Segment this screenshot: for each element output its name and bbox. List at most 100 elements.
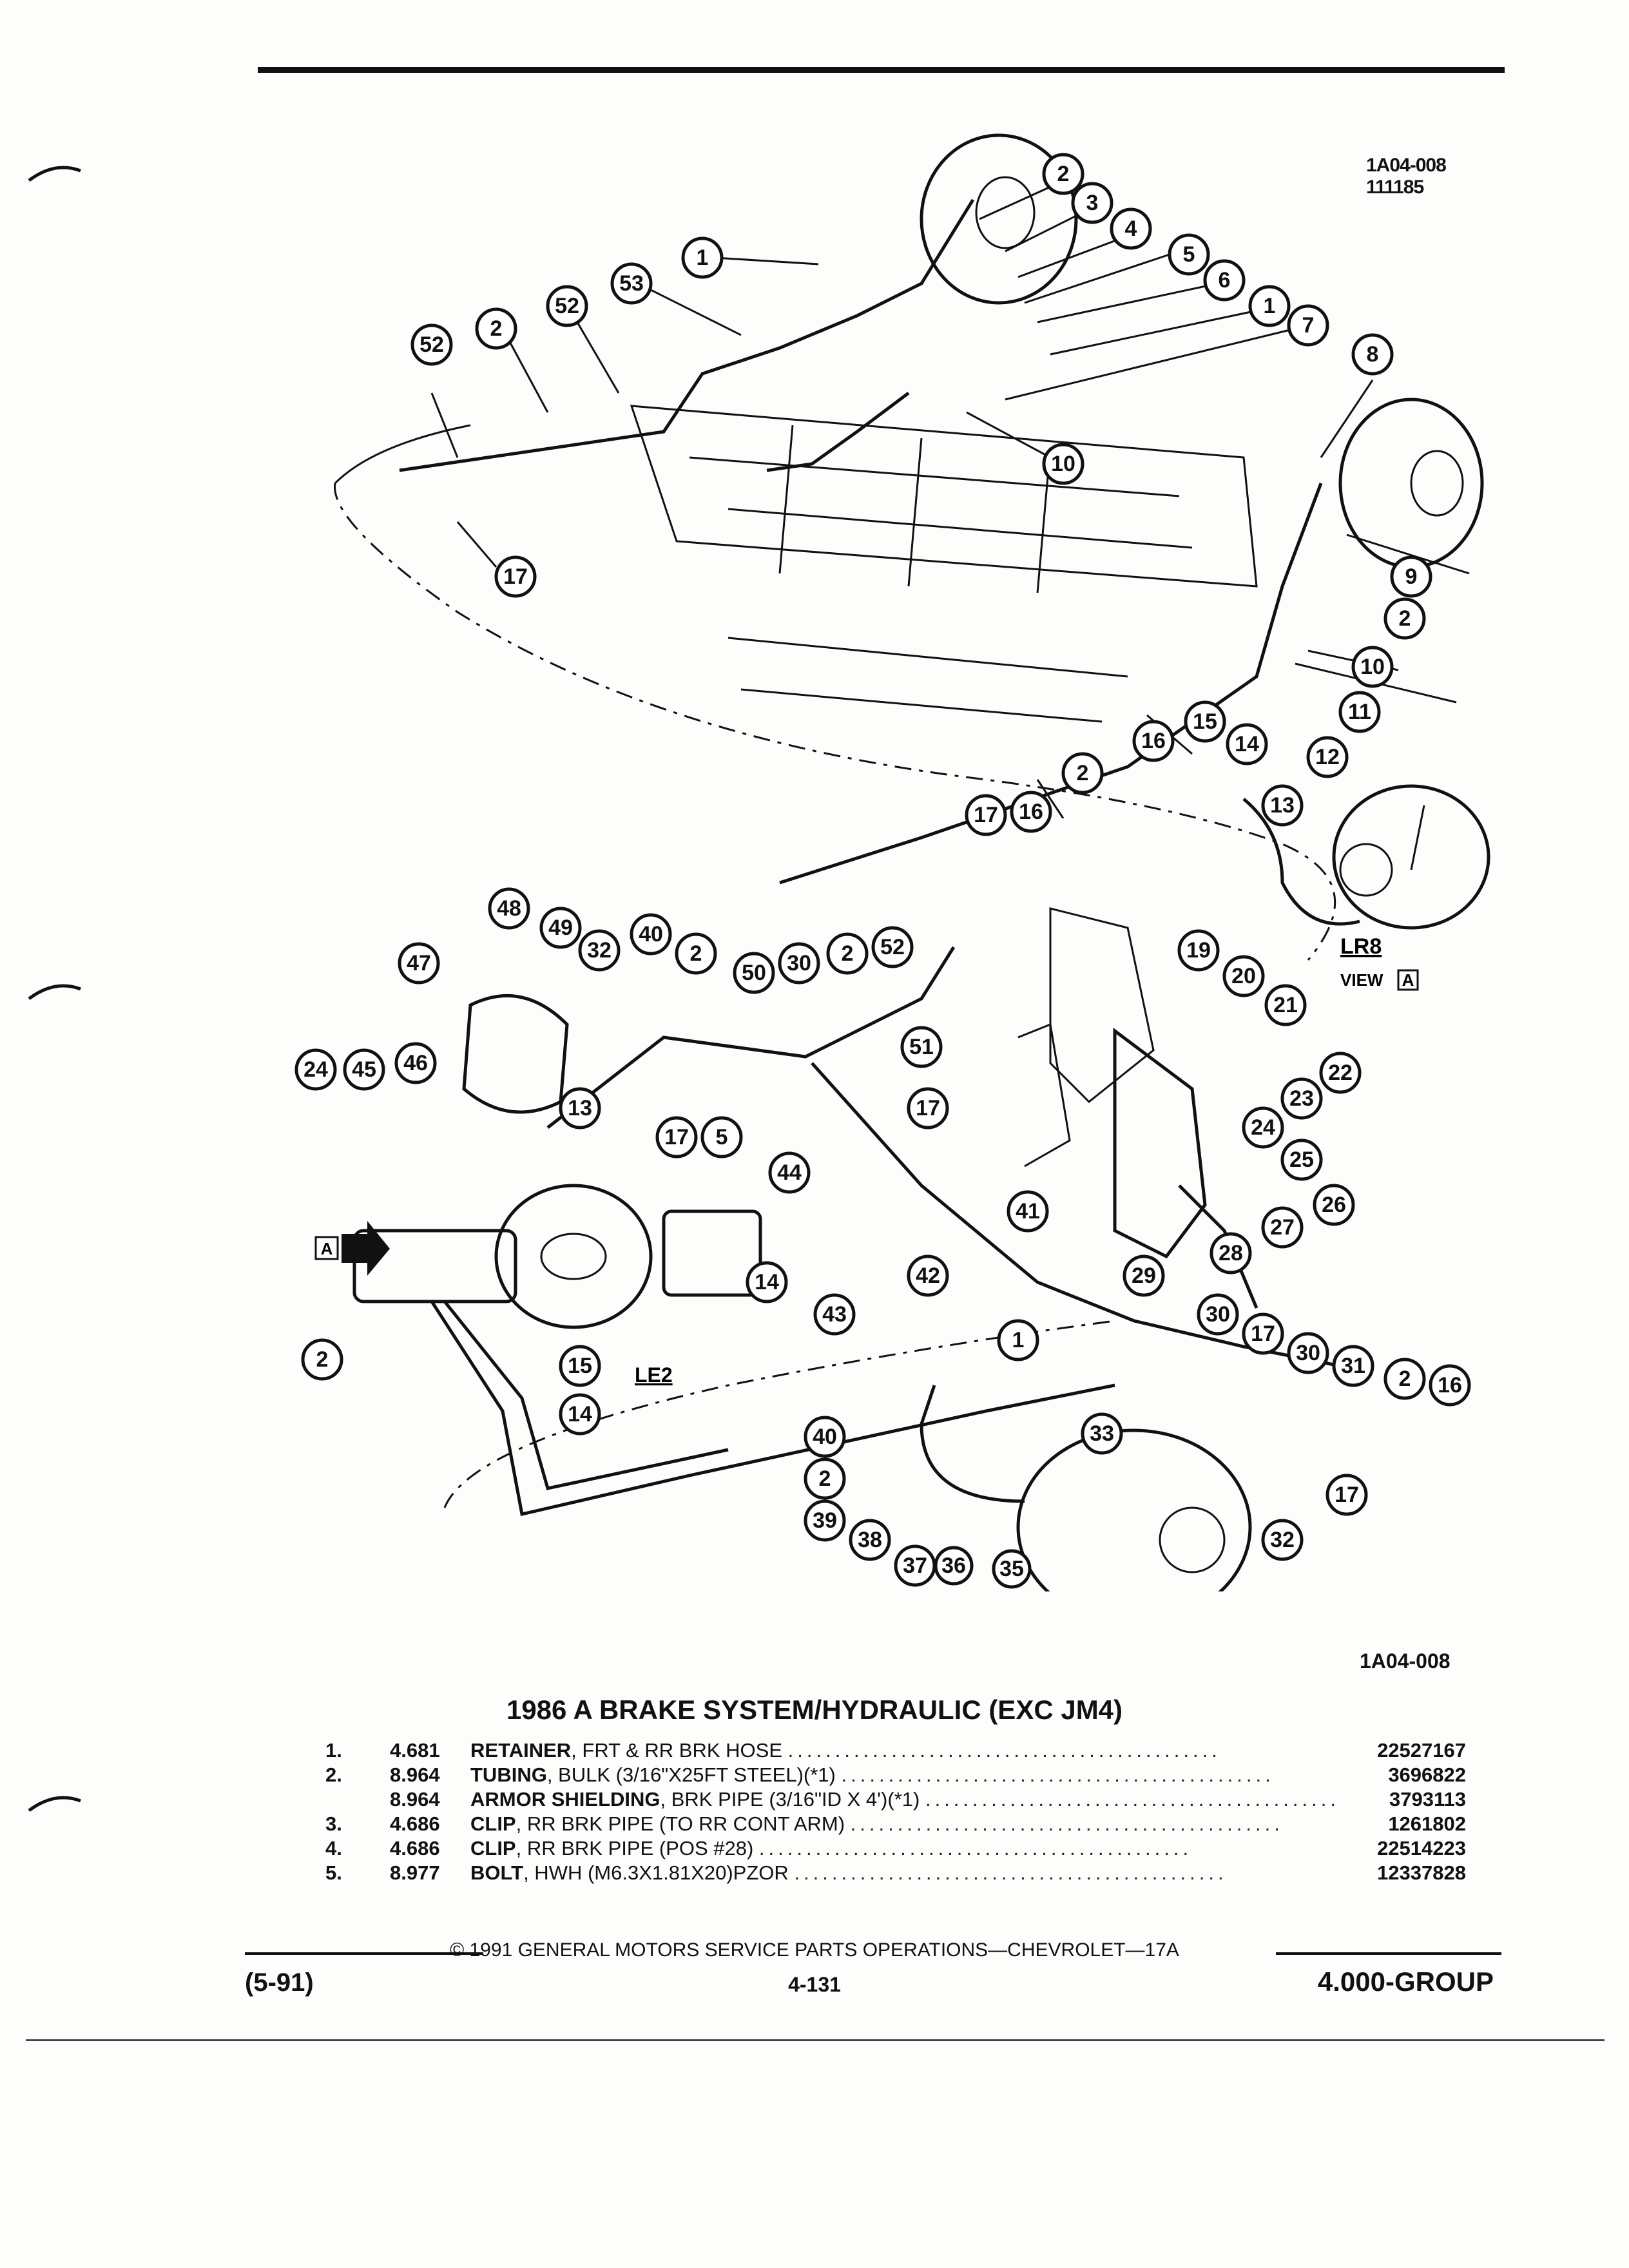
callout-2c: 2 xyxy=(1383,597,1426,640)
svg-text:48: 48 xyxy=(497,896,521,921)
svg-text:35: 35 xyxy=(999,1557,1024,1581)
svg-text:43: 43 xyxy=(822,1302,847,1327)
callout-25: 25 xyxy=(1280,1139,1323,1181)
svg-text:14: 14 xyxy=(568,1402,592,1427)
callout-20: 20 xyxy=(1222,955,1265,997)
svg-text:37: 37 xyxy=(903,1553,927,1578)
callout-26: 26 xyxy=(1313,1184,1355,1226)
pedal-bracket xyxy=(1113,1028,1207,1259)
svg-text:41: 41 xyxy=(1016,1199,1040,1224)
callout-17e: 17 xyxy=(1242,1312,1284,1355)
abs-pump xyxy=(462,994,569,1114)
callout-43: 43 xyxy=(813,1293,856,1336)
rear-brake-pipe xyxy=(399,198,975,472)
callout-40a: 40 xyxy=(630,913,672,956)
callout-46: 46 xyxy=(394,1042,437,1084)
svg-text:16: 16 xyxy=(1019,800,1043,824)
svg-text:12: 12 xyxy=(1315,745,1340,769)
svg-text:49: 49 xyxy=(548,916,573,940)
callout-14a: 14 xyxy=(1226,723,1268,765)
svg-text:4: 4 xyxy=(1125,216,1137,241)
booster-gasket xyxy=(662,1209,762,1297)
callout-53: 53 xyxy=(610,262,653,305)
callout-33a: 32 xyxy=(578,929,621,972)
callout-38: 38 xyxy=(849,1519,891,1561)
callout-15a: 15 xyxy=(1184,700,1226,743)
revision-code: (5-91) xyxy=(245,1968,314,1997)
svg-text:24: 24 xyxy=(1251,1115,1275,1140)
arrow-a-letter: A xyxy=(321,1239,333,1258)
callout-17a: 17 xyxy=(494,555,537,598)
svg-text:31: 31 xyxy=(1341,1354,1365,1378)
callout-14c: 14 xyxy=(559,1393,601,1436)
svg-text:16: 16 xyxy=(1141,729,1166,753)
svg-text:8: 8 xyxy=(1367,342,1379,367)
svg-text:2: 2 xyxy=(690,941,702,966)
svg-text:39: 39 xyxy=(813,1508,837,1533)
ref-code-bottom: 1A04-008 xyxy=(1360,1649,1451,1673)
list-item: 4.4.686 CLIP, RR BRK PIPE (POS #28) ....… xyxy=(325,1837,1466,1860)
svg-text:3: 3 xyxy=(1086,191,1099,215)
svg-text:10: 10 xyxy=(1051,452,1075,476)
callout-52a: 52 xyxy=(546,285,588,327)
callout-13a: 13 xyxy=(1261,784,1304,827)
svg-text:15: 15 xyxy=(568,1354,592,1378)
page-number: 4-131 xyxy=(788,1973,841,1996)
margin-mark-3 xyxy=(26,1791,84,1817)
svg-text:38: 38 xyxy=(858,1528,882,1552)
callout-17f: 17 xyxy=(1325,1474,1368,1516)
callout-42: 42 xyxy=(907,1254,949,1297)
callout-19: 19 xyxy=(1177,929,1220,972)
callout-36: 36 xyxy=(934,1546,974,1586)
callout-21: 21 xyxy=(1264,984,1307,1026)
svg-text:7: 7 xyxy=(1302,313,1315,338)
svg-text:52: 52 xyxy=(419,332,444,357)
callout-1: 1 xyxy=(681,236,724,279)
svg-text:32: 32 xyxy=(1270,1528,1295,1552)
svg-text:52: 52 xyxy=(880,935,905,959)
svg-text:21: 21 xyxy=(1273,993,1298,1017)
svg-text:40: 40 xyxy=(813,1425,837,1449)
callout-3: 3 xyxy=(1071,182,1113,224)
callout-11: 11 xyxy=(1338,691,1381,733)
callout-52c: 52 xyxy=(871,926,914,968)
svg-text:24: 24 xyxy=(304,1057,328,1082)
svg-text:2: 2 xyxy=(1057,162,1070,186)
svg-text:14: 14 xyxy=(755,1270,779,1294)
callout-16c: 16 xyxy=(1429,1364,1471,1407)
list-item: 5.8.977 BOLT, HWH (M6.3X1.81X20)PZOR ...… xyxy=(325,1861,1466,1884)
svg-text:1: 1 xyxy=(1264,294,1276,318)
svg-text:17: 17 xyxy=(1335,1483,1359,1507)
arrow-a-icon xyxy=(342,1221,390,1276)
callout-48: 48 xyxy=(488,887,530,930)
le2-label: LE2 xyxy=(635,1363,673,1387)
booster-upper xyxy=(1332,784,1490,930)
callout-33b: 32 xyxy=(1261,1519,1304,1561)
group-code: 4.000-GROUP xyxy=(1317,1966,1494,1997)
svg-text:30: 30 xyxy=(1206,1302,1230,1327)
callout-1b: 1 xyxy=(1248,285,1291,327)
svg-text:1: 1 xyxy=(1012,1328,1025,1352)
callout-16a: 16 xyxy=(1132,720,1175,762)
svg-text:36: 36 xyxy=(941,1553,966,1578)
callout-49: 49 xyxy=(539,907,582,949)
callout-6: 6 xyxy=(1203,259,1246,302)
svg-text:23: 23 xyxy=(1289,1086,1314,1111)
svg-text:1: 1 xyxy=(697,245,709,270)
callout-10: 10 xyxy=(1042,443,1084,485)
callout-31b: 30 xyxy=(1287,1332,1329,1374)
svg-text:42: 42 xyxy=(916,1264,940,1288)
svg-text:50: 50 xyxy=(742,961,766,985)
svg-text:9: 9 xyxy=(1405,564,1418,589)
svg-text:11: 11 xyxy=(1348,700,1371,724)
parts-list: 1.4.681 RETAINER, FRT & RR BRK HOSE ....… xyxy=(325,1738,1466,1885)
callout-17d: 17 xyxy=(907,1087,949,1129)
svg-text:17: 17 xyxy=(664,1125,689,1149)
callout-10b: 10 xyxy=(1351,646,1394,688)
callout-8: 8 xyxy=(1351,333,1394,376)
callout-39: 39 xyxy=(804,1499,846,1542)
svg-text:5: 5 xyxy=(716,1125,728,1149)
svg-text:2: 2 xyxy=(316,1347,329,1372)
callout-24a: 24 xyxy=(294,1048,337,1091)
footer-rule-right xyxy=(1276,1952,1501,1955)
